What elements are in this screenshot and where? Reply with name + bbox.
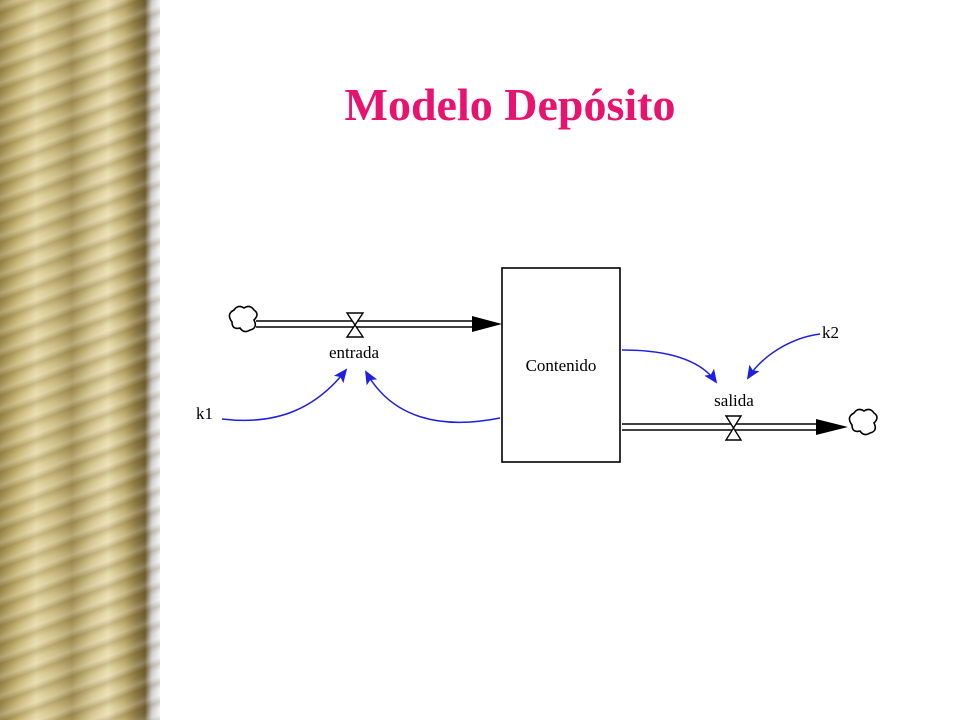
link-contenido-salida <box>621 349 718 384</box>
inflow-arrowhead <box>472 316 502 332</box>
link-k2-salida <box>746 333 821 380</box>
flow-label-salida: salida <box>714 391 754 410</box>
stock-label: Contenido <box>526 356 597 375</box>
link-contenido-entrada <box>365 370 501 424</box>
outflow-arrowhead <box>816 419 848 435</box>
link-k1-entrada <box>221 368 348 422</box>
valve-icon <box>724 415 743 441</box>
page-title: Modelo Depósito <box>344 79 676 130</box>
outflow-pipe <box>622 423 822 431</box>
constant-label-k2: k2 <box>822 323 839 342</box>
decorative-side-bar <box>0 0 160 720</box>
constant-label-k1: k1 <box>196 404 213 423</box>
source-cloud-icon <box>228 305 258 333</box>
valve-icon <box>345 312 365 338</box>
inflow-pipe <box>256 320 478 328</box>
flow-label-entrada: entrada <box>329 343 379 362</box>
sink-cloud-icon <box>848 408 878 436</box>
stock-box <box>501 267 621 463</box>
